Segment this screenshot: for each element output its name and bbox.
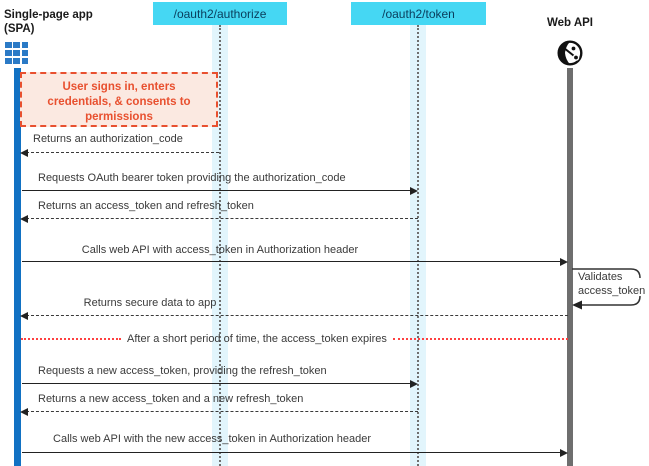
message-arrow: [26, 411, 418, 412]
message-label: Returns secure data to app: [83, 297, 217, 309]
message-label: Calls web API with the new access_token …: [53, 433, 371, 445]
token-endpoint-label: /oauth2/token: [382, 6, 455, 21]
message-arrow: [22, 452, 560, 453]
arrowhead-right-icon: [560, 258, 568, 266]
message-arrow: [22, 383, 410, 384]
token-expiry-divider: After a short period of time, the access…: [21, 332, 568, 346]
actor-webapi-label: Web API: [546, 17, 593, 29]
app-grid-icon: [5, 42, 29, 65]
message-label: Calls web API with access_token in Autho…: [81, 244, 359, 256]
message-arrow: [26, 152, 219, 153]
message-label: Validates access_token: [578, 271, 646, 297]
message-label: Returns an access_token and refresh_toke…: [38, 200, 254, 212]
self-message-arrow: [572, 268, 641, 310]
arrowhead-right-icon: [560, 449, 568, 457]
message-label: Requests OAuth bearer token providing th…: [38, 172, 346, 184]
authorize-endpoint-label: /oauth2/authorize: [173, 6, 267, 21]
actor-spa-name: Single-page app: [4, 9, 93, 21]
arrowhead-right-icon: [410, 380, 418, 388]
arrowhead-left-icon: [20, 312, 28, 320]
message-label: Requests a new access_token, providing t…: [38, 365, 327, 377]
authorize-lifeline: [219, 25, 221, 466]
message-arrow: [22, 261, 560, 262]
user-consent-note: User signs in, enters credentials, & con…: [20, 72, 218, 127]
arrowhead-left-icon: [20, 149, 28, 157]
token-endpoint-box: /oauth2/token: [351, 2, 486, 25]
globe-network-icon: [557, 40, 583, 66]
arrowhead-left-icon: [20, 408, 28, 416]
actor-spa-subname: (SPA): [4, 23, 35, 35]
message-label: Returns an authorization_code: [33, 133, 183, 145]
webapi-activation-bar: [567, 68, 573, 466]
message-arrow: [22, 190, 410, 191]
expiry-label: After a short period of time, the access…: [127, 333, 387, 345]
authorize-endpoint-box: /oauth2/authorize: [153, 2, 287, 25]
arrowhead-right-icon: [410, 187, 418, 195]
arrowhead-left-icon: [20, 215, 28, 223]
expiry-dotted-line: [21, 338, 121, 340]
expiry-dotted-line: [392, 338, 568, 340]
token-lifeline: [417, 25, 419, 466]
message-label: Returns a new access_token and a new ref…: [38, 393, 304, 405]
actor-spa-label: Single-page app (SPA): [4, 8, 93, 36]
message-arrow: [26, 315, 568, 316]
message-arrow: [26, 218, 418, 219]
spa-activation-bar: [14, 68, 21, 466]
